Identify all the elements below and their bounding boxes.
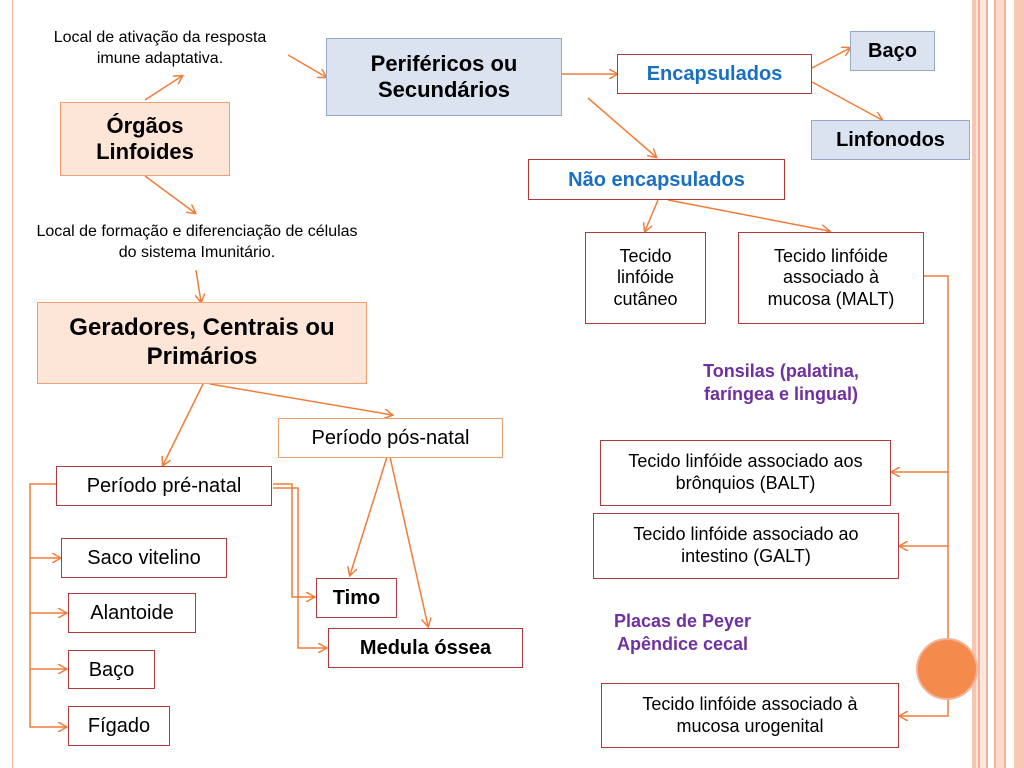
node-urogenital: Tecido linfóide associado à mucosa uroge… <box>601 683 899 748</box>
arrow-geradores-posnatal <box>209 383 392 415</box>
node-pos-natal: Período pós-natal <box>278 418 503 458</box>
node-malt: Tecido linfóide associado à mucosa (MALT… <box>738 232 924 324</box>
node-geradores: Geradores, Centrais ou Primários <box>37 302 367 384</box>
note-placas: Placas de Peyer Apêndice cecal <box>613 611 752 655</box>
arrow-orgaos-formation <box>144 175 195 213</box>
node-galt: Tecido linfóide associado ao intestino (… <box>593 513 899 579</box>
node-tecido-cutaneo: Tecido linfóide cutâneo <box>585 232 706 324</box>
node-linfonodos: Linfonodos <box>811 120 970 160</box>
arrow-geradores-prenatal <box>163 383 204 465</box>
arrow-prenatal-timo <box>273 483 314 597</box>
node-baco-bottom: Baço <box>68 650 155 689</box>
node-pre-natal: Período pré-natal <box>56 466 272 506</box>
node-timo: Timo <box>316 578 397 618</box>
arrow-prenatal-medula <box>273 487 326 648</box>
arrow-perifericos-nao <box>587 97 656 157</box>
node-saco-vitelino: Saco vitelino <box>61 538 227 578</box>
arrow-posnatal-timo <box>350 456 388 575</box>
arrow-malt-urogenital <box>900 546 949 716</box>
arrow-prenatal-saco <box>29 483 60 558</box>
decor-left-line <box>12 0 13 768</box>
node-perifericos: Periféricos ou Secundários <box>326 38 562 116</box>
decor-stripes <box>1014 0 1024 768</box>
node-encapsulados: Encapsulados <box>617 54 812 94</box>
note-activation: Local de ativação da resposta imune adap… <box>53 29 267 67</box>
note-tonsilas: Tonsilas (palatina, faríngea e lingual) <box>703 361 859 405</box>
arrow-prenatal-baco <box>29 613 66 669</box>
arrow-prenatal-figado <box>29 669 66 727</box>
node-balt: Tecido linfóide associado aos brônquios … <box>600 440 891 506</box>
arrow-malt-balt <box>892 275 949 472</box>
node-figado: Fígado <box>68 706 170 746</box>
arrow-formation-geradores <box>196 269 201 302</box>
arrow-nao-malt <box>667 199 829 231</box>
arrow-posnatal-medula <box>389 456 428 626</box>
arrow-malt-galt <box>900 472 949 546</box>
node-orgaos-linfoides: Órgãos Linfoides <box>60 102 230 176</box>
node-baco-top: Baço <box>850 31 935 71</box>
node-nao-encapsulados: Não encapsulados <box>528 159 785 200</box>
node-medula-ossea: Medula óssea <box>328 628 523 668</box>
note-formation: Local de formação e diferenciação de cél… <box>36 223 358 261</box>
arrow-encapsulados-linfonodos <box>811 81 882 120</box>
arrow-nao-cutaneo <box>645 199 659 231</box>
arrow-activation-perifericos <box>287 54 326 77</box>
node-alantoide: Alantoide <box>68 593 196 633</box>
arrow-encapsulados-baco <box>811 48 850 69</box>
decor-orange-circle <box>916 638 978 700</box>
arrow-orgaos-activation <box>144 76 182 101</box>
